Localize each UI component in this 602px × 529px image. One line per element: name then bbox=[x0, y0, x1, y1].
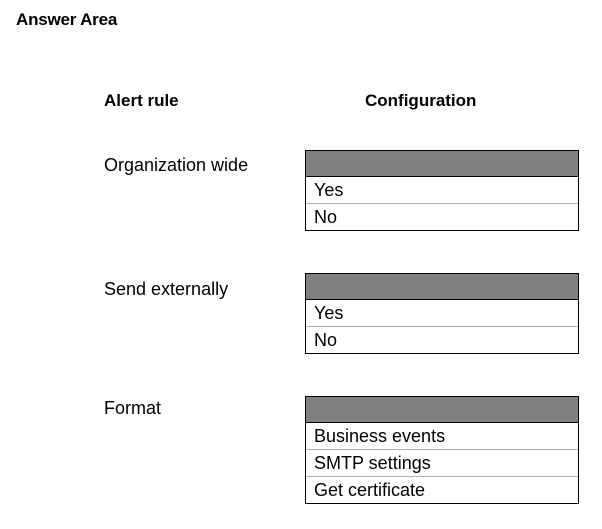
dropdown-selection-box[interactable] bbox=[306, 274, 578, 300]
option-no[interactable]: No bbox=[314, 330, 338, 350]
answer-area-title: Answer Area bbox=[16, 10, 118, 29]
configuration-column-header: Configuration bbox=[365, 91, 477, 110]
rule-label-organization-wide: Organization wide bbox=[104, 155, 249, 175]
option-business-events[interactable]: Business events bbox=[306, 423, 578, 450]
option-yes[interactable]: Yes bbox=[306, 177, 578, 204]
dropdown-selection-box[interactable] bbox=[306, 151, 578, 177]
send-externally-dropdown[interactable]: Yes No bbox=[305, 273, 579, 354]
rule-label-format: Format bbox=[104, 398, 162, 418]
alert-rule-column-header: Alert rule bbox=[104, 91, 179, 110]
option-yes[interactable]: Yes bbox=[306, 300, 578, 327]
format-dropdown[interactable]: Business events SMTP settings Get certif… bbox=[305, 396, 579, 504]
dropdown-selection-box[interactable] bbox=[306, 397, 578, 423]
option-no[interactable]: No bbox=[314, 207, 338, 227]
rule-label-send-externally: Send externally bbox=[104, 279, 229, 299]
organization-wide-dropdown[interactable]: Yes No bbox=[305, 150, 579, 231]
option-get-certificate[interactable]: Get certificate bbox=[314, 480, 426, 500]
option-smtp-settings[interactable]: SMTP settings bbox=[306, 450, 578, 477]
